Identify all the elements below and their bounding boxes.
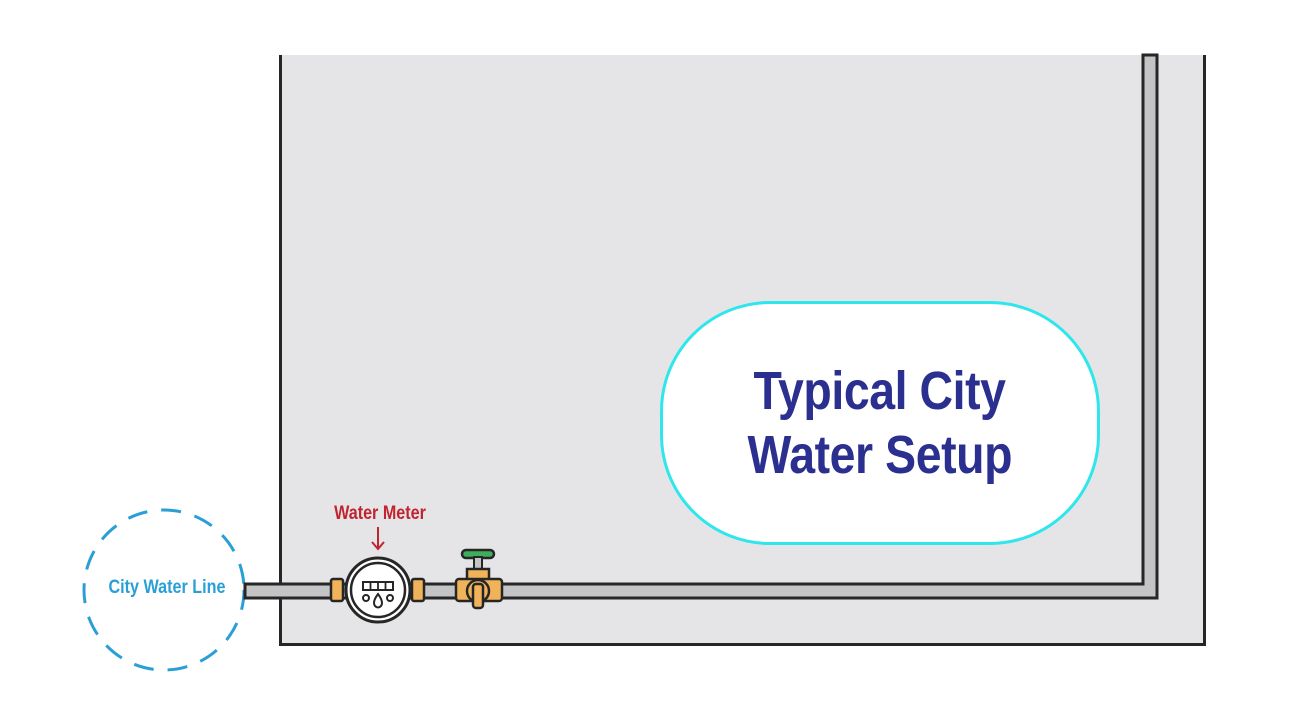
title-callout: Typical City Water Setup <box>660 301 1100 545</box>
shutoff-valve-icon[interactable] <box>454 548 504 610</box>
supply-pipe <box>243 53 1159 600</box>
arrow-down-icon <box>371 527 385 551</box>
water-meter-label: Water Meter <box>334 503 426 524</box>
water-meter-icon <box>329 556 426 624</box>
city-water-line-label: City Water Line <box>108 577 226 598</box>
title-line-1: Typical City <box>753 361 1007 421</box>
title-line-2: Water Setup <box>747 425 1013 485</box>
